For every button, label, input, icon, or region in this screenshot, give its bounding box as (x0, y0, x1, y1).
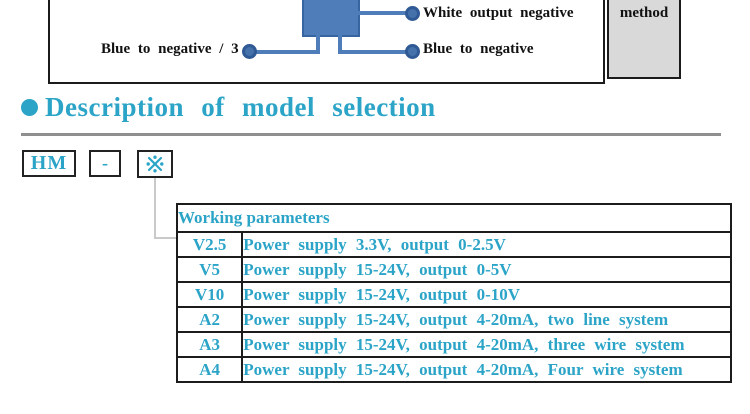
code-cell: A2 (175, 306, 244, 333)
parameters-table: Working parameters V2.5 Power supply 3.3… (175, 203, 732, 383)
model-separator-box: - (89, 150, 121, 177)
sensor-box (302, 0, 360, 37)
terminal-dot-white (405, 6, 420, 21)
section-title: Description of model selection (45, 92, 436, 122)
code-cell: V2.5 (175, 231, 244, 258)
table-row: A4 Power supply 15-24V, output 4-20mA, F… (175, 356, 732, 383)
wire-blue-left (249, 50, 320, 54)
wire-blue-right (342, 50, 410, 54)
wire-white-output (358, 11, 408, 15)
description-cell: Power supply 15-24V, output 4-20mA, two … (241, 306, 732, 333)
connector-line-vertical (154, 178, 156, 239)
model-separator-label: - (102, 153, 108, 173)
description-cell: Power supply 3.3V, output 0-2.5V (241, 231, 732, 258)
table-row: V5 Power supply 15-24V, output 0-5V (175, 256, 732, 283)
description-cell: Power supply 15-24V, output 4-20mA, Four… (241, 356, 732, 383)
description-cell: Power supply 15-24V, output 0-5V (241, 256, 732, 283)
connector-line-horizontal (154, 237, 177, 239)
code-cell: V10 (175, 281, 244, 308)
reference-mark-icon (146, 155, 164, 173)
terminal-dot-blue-left (242, 44, 257, 59)
method-cell: method (607, 0, 681, 79)
table-row: A3 Power supply 15-24V, output 4-20mA, t… (175, 331, 732, 358)
table-row: V2.5 Power supply 3.3V, output 0-2.5V (175, 231, 732, 258)
white-output-label: White output negative (423, 5, 574, 21)
terminal-dot-blue-right (405, 44, 420, 59)
table-header-row: Working parameters (176, 203, 732, 233)
code-cell: A3 (175, 331, 244, 358)
parameters-table-wrap: Working parameters V2.5 Power supply 3.3… (175, 203, 732, 383)
description-cell: Power supply 15-24V, output 0-10V (241, 281, 732, 308)
code-cell: V5 (175, 256, 244, 283)
section-underline (21, 133, 721, 136)
blue-negative-right-label: Blue to negative (423, 41, 534, 57)
description-cell: Power supply 15-24V, output 4-20mA, thre… (241, 331, 732, 358)
model-prefix-box: HM (22, 150, 76, 177)
wire-left-leg (316, 35, 320, 54)
table-header: Working parameters (176, 203, 732, 233)
wire-right-leg (338, 35, 342, 54)
section-bullet-icon (21, 99, 38, 116)
blue-negative-left-label: Blue to negative / 3 (101, 41, 239, 57)
table-row: A2 Power supply 15-24V, output 4-20mA, t… (175, 306, 732, 333)
code-cell: A4 (175, 356, 244, 383)
model-prefix-label: HM (30, 152, 68, 174)
table-row: V10 Power supply 15-24V, output 0-10V (175, 281, 732, 308)
model-placeholder-box (137, 150, 173, 178)
